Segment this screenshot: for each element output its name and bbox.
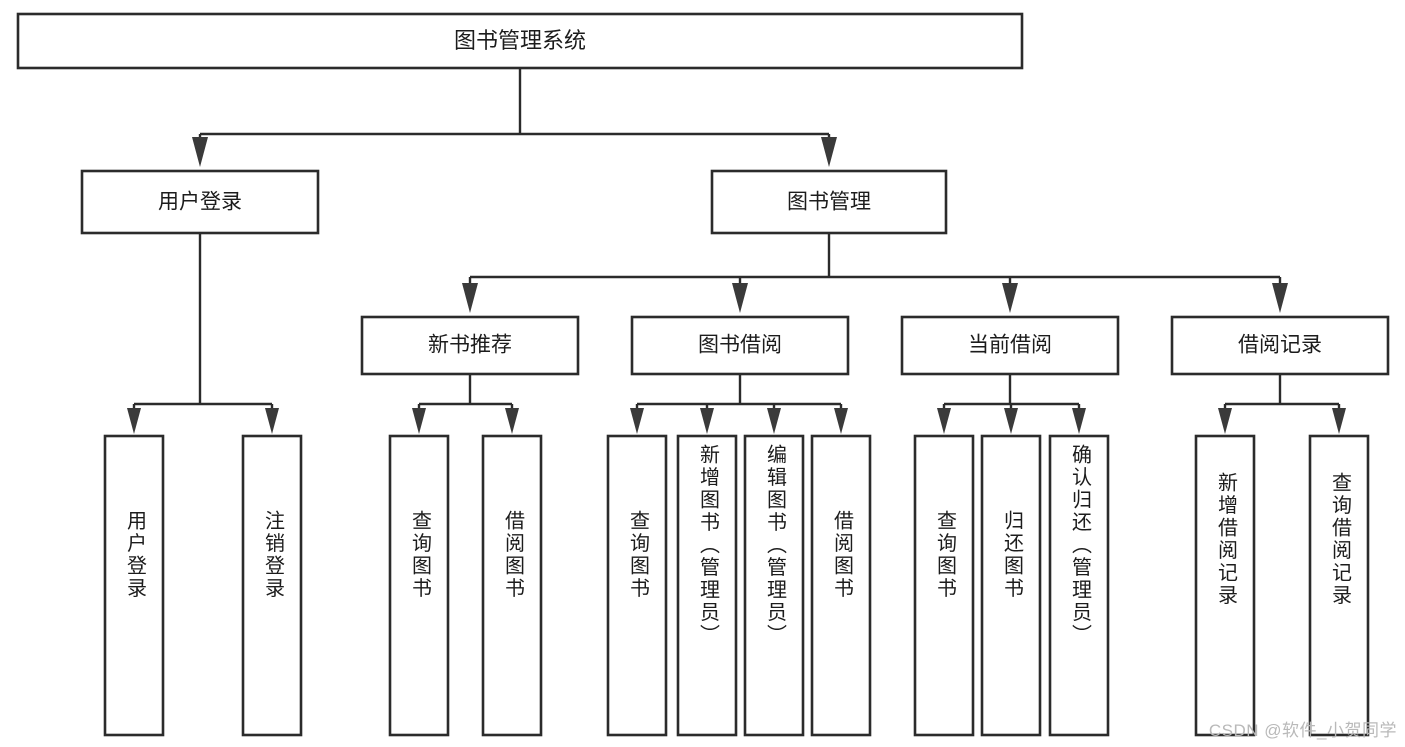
node-current-borrow-box[interactable] [900, 315, 1120, 376]
node-current-borrow-label: 当前借阅 [968, 334, 1052, 357]
arrow-br-to-leaf-query-record [1332, 408, 1346, 434]
watermark: CSDN @软件_小贺同学 [1208, 721, 1397, 740]
leaf-query-book-2-box[interactable] [606, 434, 668, 737]
leaf-boxes [103, 434, 1370, 737]
node-user-login-box[interactable] [80, 169, 320, 235]
node-book-manage-box[interactable] [710, 169, 948, 235]
leaf-query-book-1-box[interactable] [388, 434, 450, 737]
arrow-root-to-user-login [192, 137, 208, 167]
arrow-root-to-book-manage [821, 137, 837, 167]
arrow-ul-to-leaf-logout [265, 408, 279, 434]
arrow-bm-to-current-borrow [1002, 283, 1018, 313]
edge-group-book-borrow [630, 374, 848, 434]
arrow-br-to-leaf-add-record [1218, 408, 1232, 434]
node-user-login-label: 用户登录 [158, 191, 242, 214]
node-new-book-recommend-label: 新书推荐 [428, 334, 512, 357]
node-user-login[interactable]: 用户登录 [80, 169, 320, 235]
edge-group-book-manage [462, 233, 1288, 313]
arrow-nbr-to-leaf-query-book [412, 408, 426, 434]
edge-group-current-borrow [937, 374, 1086, 434]
node-root-box[interactable] [16, 12, 1024, 70]
arrow-ul-to-leaf-user-login [127, 408, 141, 434]
node-new-book-recommend-box[interactable] [360, 315, 580, 376]
arrow-bm-to-book-borrow [732, 283, 748, 313]
arrow-bm-to-borrow-record [1272, 283, 1288, 313]
node-current-borrow[interactable]: 当前借阅 [900, 315, 1120, 376]
leaf-return-book-box[interactable] [980, 434, 1042, 737]
leaf-confirm-return-admin-box[interactable] [1048, 434, 1110, 737]
arrow-bb-to-leaf-edit-book [767, 408, 781, 434]
leaf-query-borrow-record-box[interactable] [1308, 434, 1370, 737]
edge-group-new-book-recommend [412, 374, 519, 434]
arrow-cb-to-leaf-return-book [1004, 408, 1018, 434]
arrow-bb-to-leaf-borrow-book [834, 408, 848, 434]
node-root[interactable]: 图书管理系统 [16, 12, 1024, 70]
leaf-borrow-book-1-box[interactable] [481, 434, 543, 737]
node-root-label: 图书管理系统 [454, 28, 586, 53]
edge-group-root [192, 68, 837, 167]
leaf-edit-book-admin-box[interactable] [743, 434, 805, 737]
edge-group-user-login [127, 233, 279, 434]
leaf-query-book-3-box[interactable] [913, 434, 975, 737]
arrow-bb-to-leaf-add-book [700, 408, 714, 434]
node-book-borrow-box[interactable] [630, 315, 850, 376]
node-borrow-record[interactable]: 借阅记录 [1170, 315, 1390, 376]
node-book-borrow-label: 图书借阅 [698, 334, 782, 357]
edge-group-borrow-record [1218, 374, 1346, 434]
leaf-user-login-box[interactable] [103, 434, 165, 737]
node-borrow-record-box[interactable] [1170, 315, 1390, 376]
arrow-cb-to-leaf-confirm-return [1072, 408, 1086, 434]
node-book-borrow[interactable]: 图书借阅 [630, 315, 850, 376]
leaf-add-borrow-record-box[interactable] [1194, 434, 1256, 737]
leaf-logout-box[interactable] [241, 434, 303, 737]
node-book-manage-label: 图书管理 [787, 191, 871, 214]
arrow-nbr-to-leaf-borrow-book [505, 408, 519, 434]
arrow-cb-to-leaf-query-book [937, 408, 951, 434]
leaf-add-book-admin-box[interactable] [676, 434, 738, 737]
arrow-bb-to-leaf-query-book [630, 408, 644, 434]
leaf-borrow-book-2-box[interactable] [810, 434, 872, 737]
node-new-book-recommend[interactable]: 新书推荐 [360, 315, 580, 376]
node-borrow-record-label: 借阅记录 [1238, 334, 1322, 357]
arrow-bm-to-new-book-recommend [462, 283, 478, 313]
node-book-manage[interactable]: 图书管理 [710, 169, 948, 235]
